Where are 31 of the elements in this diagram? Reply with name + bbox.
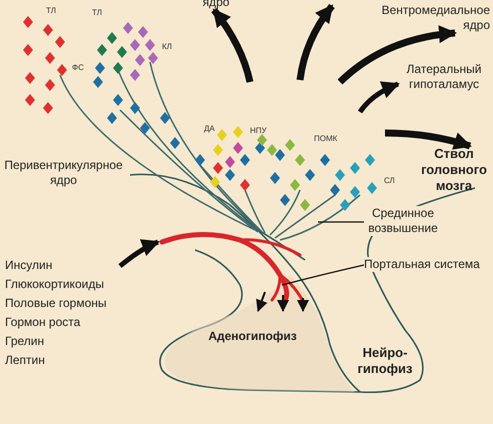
neuron-group-label: ТЛ: [46, 6, 56, 15]
leader-line: [318, 221, 364, 223]
target-label: Латеральный гипоталамус: [398, 62, 490, 92]
curved-arrow: [338, 26, 457, 85]
arrow: [384, 130, 472, 150]
hormone-name: Глюкокортикоиды: [5, 276, 105, 293]
gland-lobe-label: Аденогипофиз: [200, 311, 305, 344]
leader-line: [282, 264, 364, 286]
target-label: Ствол головного мозга: [418, 146, 490, 194]
hormone-name: Грелин: [5, 333, 46, 350]
hormone-name: Инсулин: [5, 257, 54, 274]
curved-arrow: [211, 8, 254, 83]
nucleus-label: Перивентрикулярное ядро: [3, 158, 124, 188]
neuron-group-label: ФС: [72, 63, 84, 72]
secretion-arrow: [297, 298, 309, 312]
target-label: Вентромедиальное ядро: [372, 3, 490, 33]
curved-arrow: [358, 82, 400, 114]
secretion-arrow: [277, 295, 289, 312]
hormone-name: Лептин: [5, 352, 46, 369]
neuron-group-label: КЛ: [162, 42, 172, 51]
neuron-group-label: ТЛ: [92, 8, 102, 17]
neuron-group-label: ДА: [204, 124, 215, 133]
hormone-name: Половые гормоны: [5, 295, 108, 312]
neuron-group-label: НПУ: [250, 126, 267, 135]
portal-vessels-drawing: [160, 232, 306, 306]
gland-lobe-label: Нейро- гипофиз: [355, 345, 415, 377]
hormone-name: Гормон роста: [5, 314, 82, 331]
neuron-group-label: СЛ: [384, 176, 395, 185]
neuron-group-label: ПОМК: [314, 134, 338, 143]
secretion-arrow: [256, 292, 268, 312]
arrow: [118, 240, 160, 268]
